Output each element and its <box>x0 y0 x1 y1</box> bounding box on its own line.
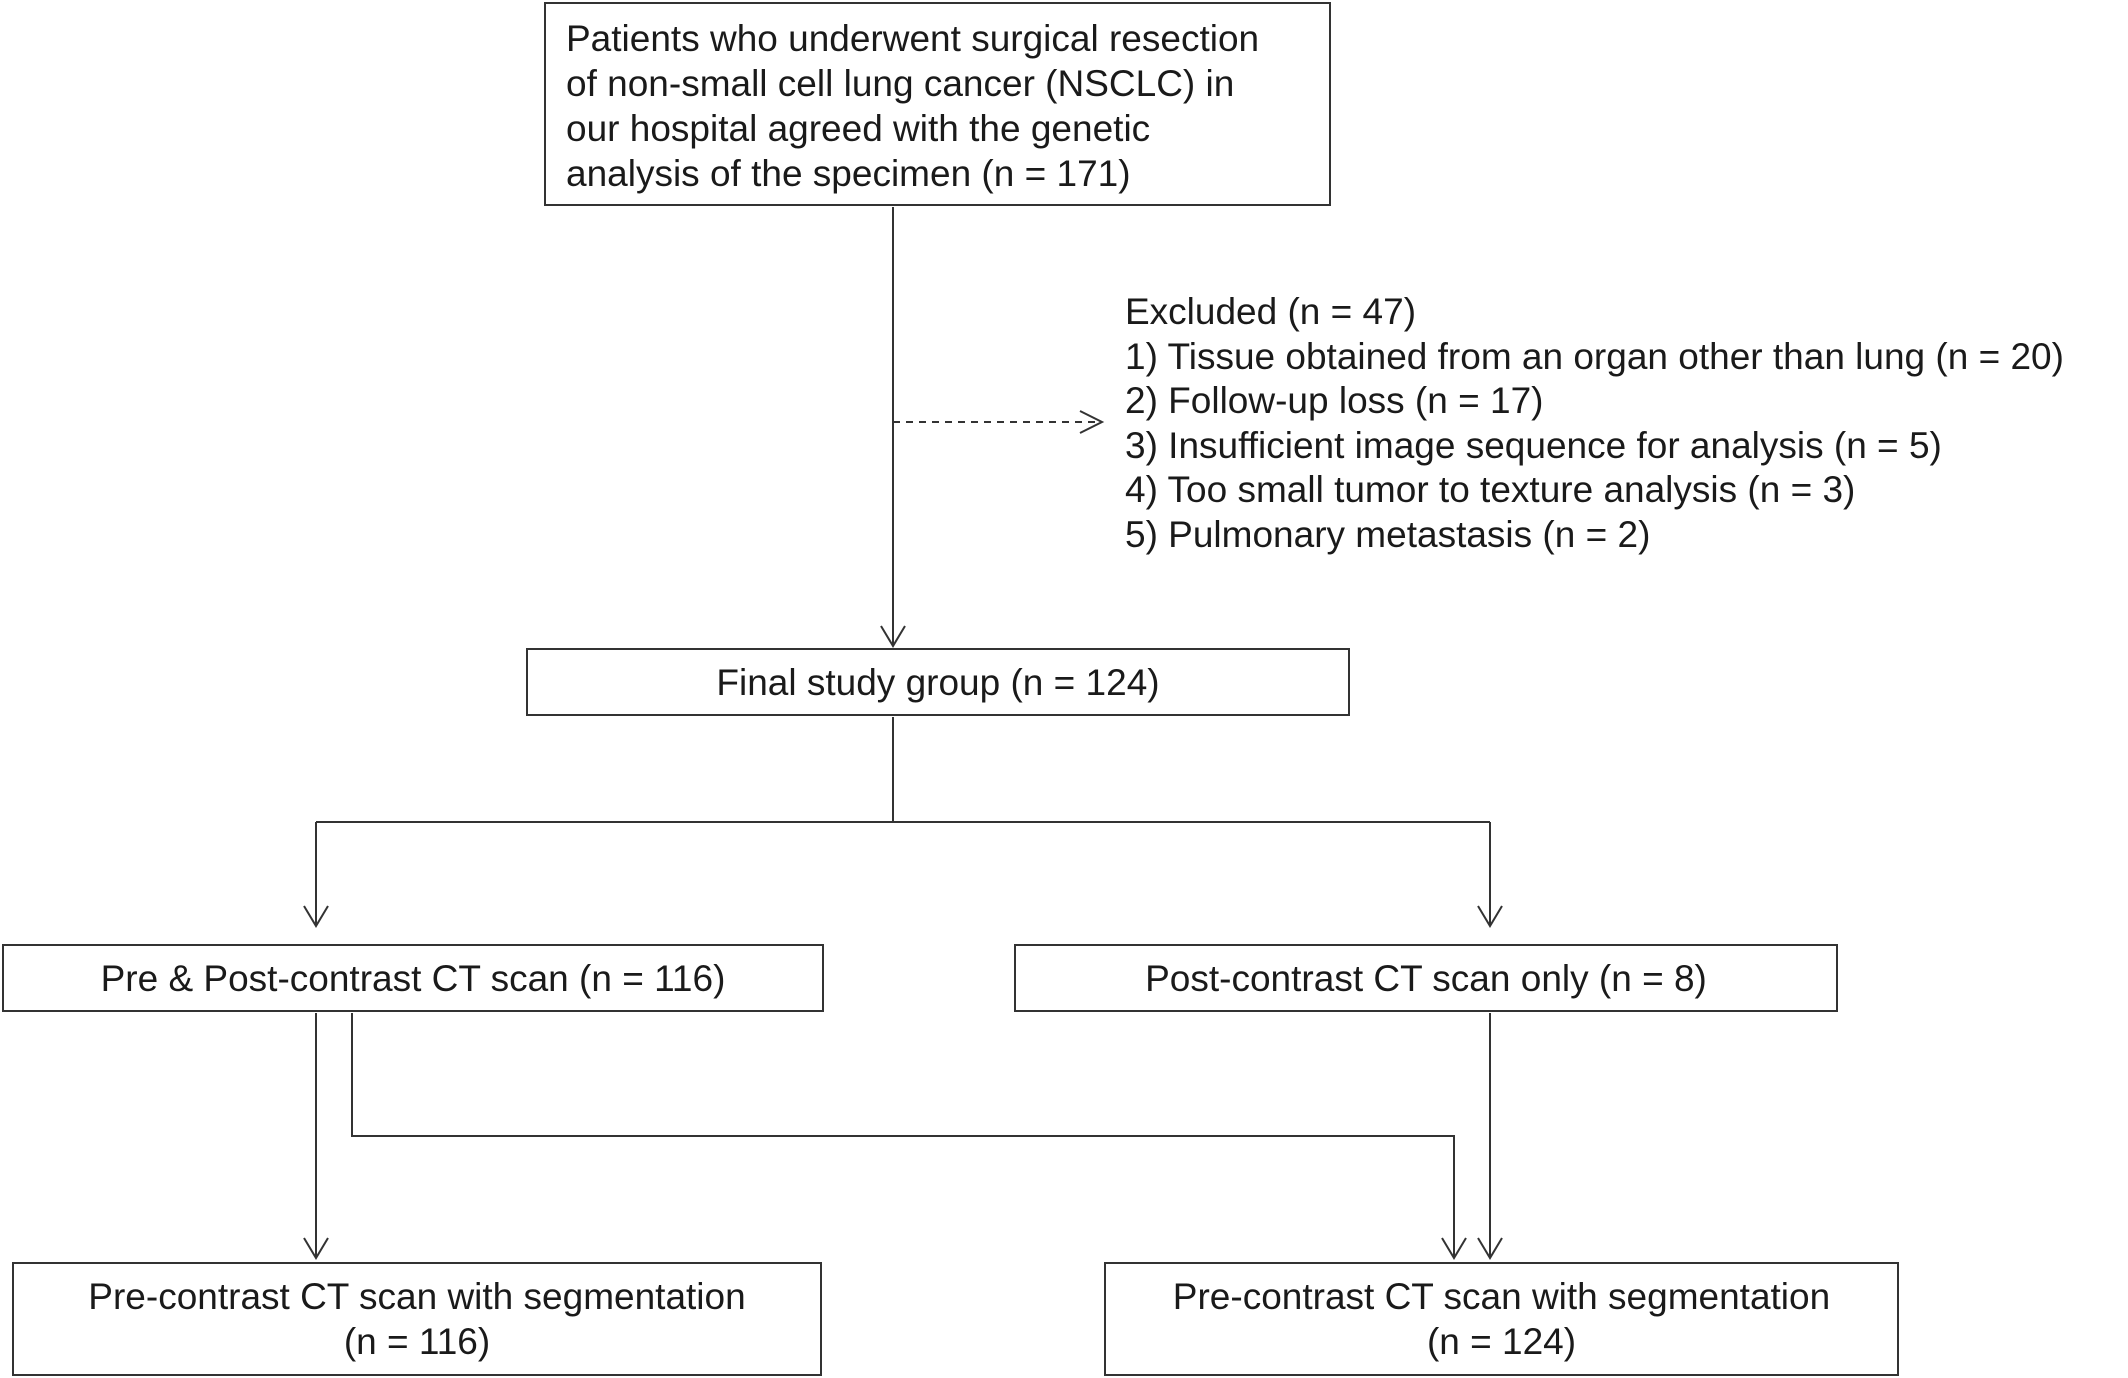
excluded-item: 5) Pulmonary metastasis (n = 2) <box>1125 513 1651 555</box>
output-left-line-1: Pre-contrast CT scan with segmentation <box>88 1276 746 1317</box>
arrowhead-final <box>880 625 906 648</box>
box-initial-patients: Patients who underwent surgical resectio… <box>544 2 1331 206</box>
arrowhead-left-mid <box>303 905 329 928</box>
excluded-criteria: Excluded (n = 47) 1) Tissue obtained fro… <box>1125 290 2064 557</box>
excluded-list: 1) Tissue obtained from an organ other t… <box>1125 335 2064 558</box>
excluded-item: 3) Insufficient image sequence for analy… <box>1125 424 1942 466</box>
arrowhead-right-bottom-b <box>1477 1237 1503 1260</box>
excluded-item: 1) Tissue obtained from an organ other t… <box>1125 335 2064 377</box>
box-output-left: Pre-contrast CT scan with segmentation (… <box>12 1262 822 1376</box>
start-line-3: our hospital agreed with the genetic <box>566 108 1151 149</box>
output-right-line-1: Pre-contrast CT scan with segmentation <box>1172 1276 1831 1317</box>
excluded-item: 2) Follow-up loss (n = 17) <box>1125 380 1544 421</box>
box-output-right: Pre-contrast CT scan with segmentation (… <box>1104 1262 1899 1376</box>
output-left-line-2: (n = 116) <box>343 1321 491 1362</box>
excluded-heading: Excluded (n = 47) <box>1125 291 1417 332</box>
arrowhead-right-bottom-a <box>1441 1237 1467 1260</box>
output-right-line-2: (n = 124) <box>1426 1321 1577 1362</box>
start-line-4: analysis of the specimen (n = 171) <box>566 153 1131 194</box>
box-post-contrast-only: Post-contrast CT scan only (n = 8) <box>1014 944 1838 1012</box>
box-pre-post-contrast: Pre & Post-contrast CT scan (n = 116) <box>2 944 824 1012</box>
post-only-label: Post-contrast CT scan only (n = 8) <box>1145 957 1707 999</box>
start-line-1: Patients who underwent surgical resectio… <box>566 18 1260 59</box>
arrowhead-right-mid <box>1477 905 1503 928</box>
box-final-study-group: Final study group (n = 124) <box>526 648 1350 716</box>
excluded-item: 4) Too small tumor to texture analysis (… <box>1125 469 1856 510</box>
connector-left-to-right-bottom <box>351 1013 1455 1258</box>
pre-post-label: Pre & Post-contrast CT scan (n = 116) <box>100 957 726 999</box>
arrowhead-left-bottom <box>303 1237 329 1260</box>
final-group-label: Final study group (n = 124) <box>716 661 1160 703</box>
start-line-2: of non-small cell lung cancer (NSCLC) in <box>566 63 1235 104</box>
arrowhead-excluded <box>1079 410 1105 434</box>
